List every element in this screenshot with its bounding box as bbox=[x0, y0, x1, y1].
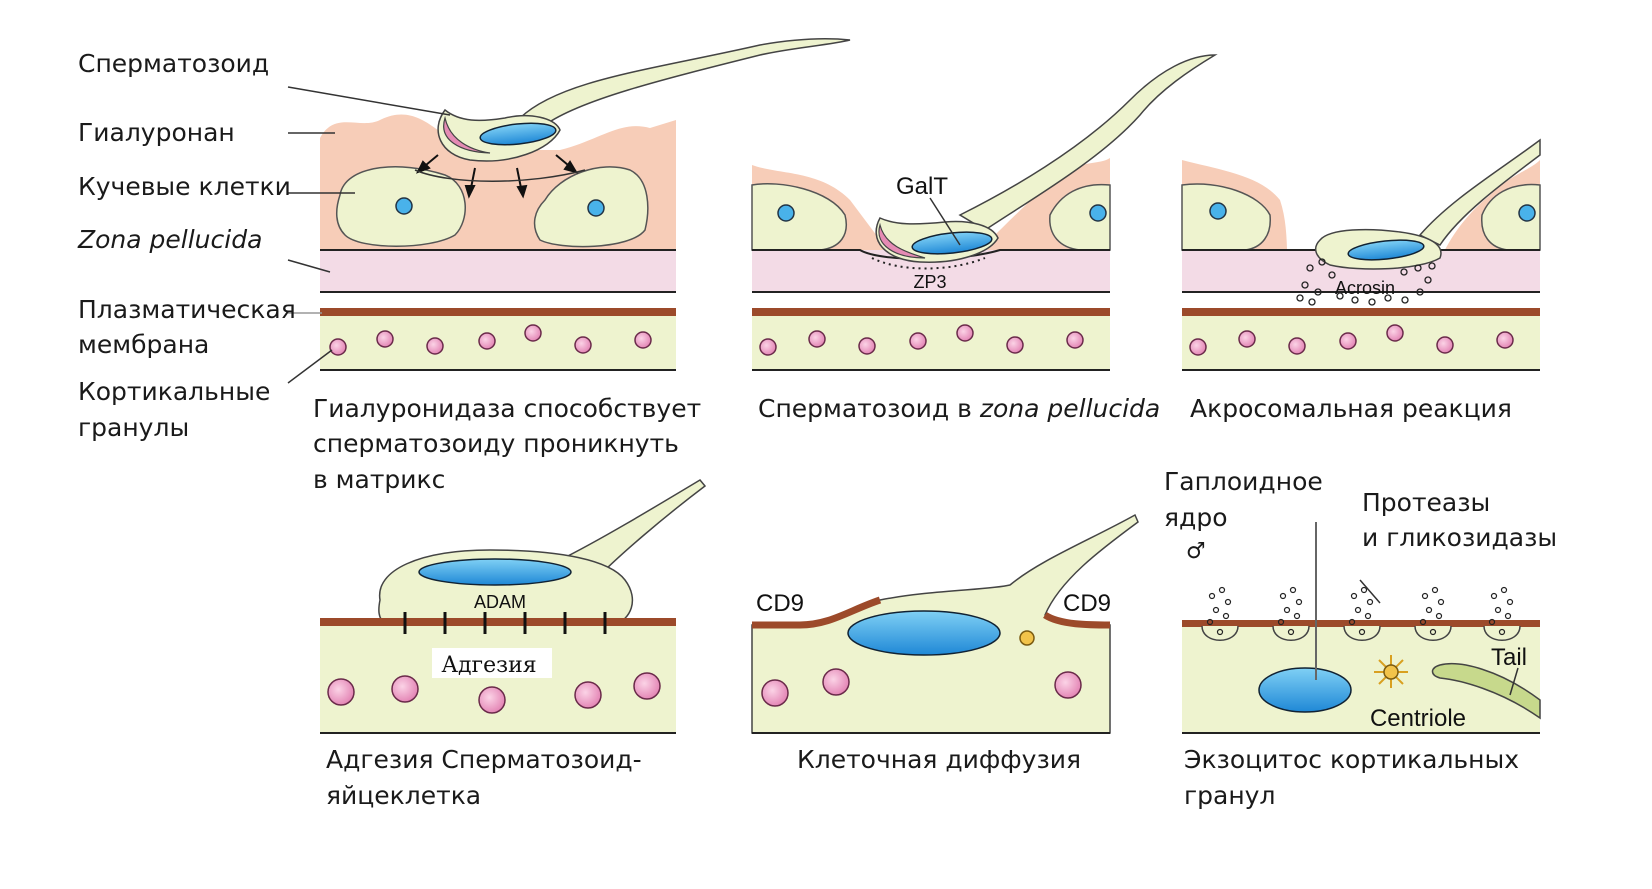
panel-hyaluronidase bbox=[320, 38, 851, 371]
plasma-membrane bbox=[320, 618, 676, 626]
legend-zona: Zona pellucida bbox=[78, 225, 263, 254]
proteases-label-2: и гликозидазы bbox=[1362, 523, 1558, 552]
centriole-label: Centriole bbox=[1370, 705, 1466, 732]
caption-p6-line2: гранул bbox=[1184, 781, 1276, 810]
caption-p5: Клеточная диффузия bbox=[797, 745, 1082, 774]
acrosin-label: Acrosin bbox=[1335, 278, 1395, 298]
plasma-membrane bbox=[320, 308, 676, 316]
panel-cortical-exocytosis bbox=[1182, 522, 1541, 734]
tail-icon bbox=[1431, 663, 1541, 720]
cd9-right-label: CD9 bbox=[1063, 590, 1111, 617]
caption-p6-line1: Экзоцитос кортикальных bbox=[1184, 745, 1520, 774]
hyaluronidase-arrows bbox=[415, 154, 579, 199]
haploid-label-1: Гаплоидное bbox=[1164, 467, 1323, 496]
tail-label: Tail bbox=[1491, 644, 1527, 671]
cumulus-cell bbox=[1049, 183, 1111, 251]
egg-cytoplasm bbox=[320, 312, 676, 370]
adam-label: ADAM bbox=[474, 592, 526, 612]
haploid-label-2: ядро bbox=[1164, 503, 1228, 532]
caption-p2: Сперматозоид в zona pellucida bbox=[758, 391, 1160, 427]
panel-zona-binding bbox=[751, 54, 1218, 371]
panel-adhesion bbox=[320, 479, 707, 734]
panel-acrosome-reaction bbox=[1181, 138, 1541, 371]
acrosin-vesicles bbox=[1296, 258, 1436, 306]
sperm-nucleus bbox=[418, 558, 572, 586]
proteases-label-1: Протеазы bbox=[1362, 488, 1491, 517]
centriole-dot bbox=[1019, 630, 1035, 646]
caption-p4-line1: Адгезия Сперматозоид- bbox=[326, 745, 642, 774]
released-contents bbox=[1206, 586, 1514, 636]
legend-sperm: Сперматозоид bbox=[78, 49, 270, 78]
cumulus-cell bbox=[751, 183, 847, 251]
cortical-granules bbox=[759, 324, 1084, 356]
zp3-receptors bbox=[871, 257, 986, 270]
cortical-granules bbox=[329, 324, 652, 356]
caption-p1-line1: Гиалуронидаза способствует bbox=[313, 394, 702, 423]
legend-cortical-2: гранулы bbox=[78, 413, 190, 442]
caption-p2-italic: zona pellucida bbox=[979, 394, 1161, 423]
caption-p1-line3: в матрикс bbox=[313, 465, 446, 494]
sperm-nucleus bbox=[911, 231, 993, 255]
panel-fusion bbox=[751, 513, 1139, 734]
sperm-tail bbox=[558, 479, 707, 576]
legend-cumulus: Кучевые клетки bbox=[78, 172, 291, 201]
cd9-left-label: CD9 bbox=[756, 590, 804, 617]
haploid-nucleus bbox=[1258, 667, 1352, 713]
caption-p4-line2: яйцеклетка bbox=[326, 781, 482, 810]
legend-plasma-1: Плазматическая bbox=[78, 295, 296, 324]
sperm-tail bbox=[518, 38, 851, 126]
legend-hyaluronan: Гиалуронан bbox=[78, 118, 235, 147]
cumulus-nucleus bbox=[395, 197, 413, 215]
legend-cortical-1: Кортикальные bbox=[78, 377, 271, 406]
legend-leaders bbox=[287, 86, 451, 384]
legend-plasma-2: мембрана bbox=[78, 330, 210, 359]
caption-p1-line2: сперматозоиду проникнуть bbox=[313, 429, 679, 458]
exocytosis-pits bbox=[1201, 625, 1521, 641]
galt-label: GalT bbox=[896, 173, 948, 200]
sperm-tail bbox=[958, 54, 1218, 231]
zona-pellucida bbox=[320, 250, 676, 292]
adam-bonds bbox=[403, 612, 607, 634]
adhesion-label: Адгезия bbox=[441, 653, 536, 678]
male-symbol-icon: ♂ bbox=[1186, 539, 1206, 564]
sperm-nucleus bbox=[847, 610, 1001, 656]
caption-p2-text: Сперматозоид в bbox=[758, 394, 980, 423]
acrosome bbox=[443, 115, 491, 154]
plasma-membrane bbox=[1182, 620, 1540, 627]
sperm-nucleus bbox=[479, 122, 557, 146]
caption-p3: Акросомальная реакция bbox=[1190, 394, 1512, 423]
plasma-membrane bbox=[752, 308, 1110, 316]
zp3-label: ZP3 bbox=[913, 272, 946, 292]
